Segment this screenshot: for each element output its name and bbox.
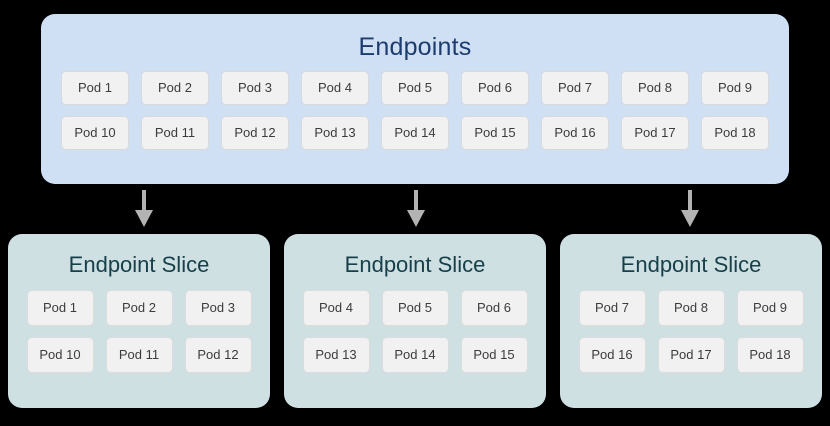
pod-chip[interactable]: Pod 5: [381, 290, 449, 326]
endpoints-title: Endpoints: [358, 33, 472, 61]
endpoint-slice-pod-rows: Pod 7 Pod 8 Pod 9 Pod 16 Pod 17 Pod 18: [560, 290, 822, 373]
pod-chip[interactable]: Pod 6: [461, 71, 529, 105]
endpoints-pod-row: Pod 1 Pod 2 Pod 3 Pod 4 Pod 5 Pod 6 Pod …: [41, 71, 789, 105]
pod-chip[interactable]: Pod 3: [221, 71, 289, 105]
pod-chip[interactable]: Pod 9: [736, 290, 804, 326]
endpoint-slice-title: Endpoint Slice: [68, 252, 210, 277]
pod-chip[interactable]: Pod 15: [461, 116, 529, 150]
endpoint-slice-pod-row: Pod 16 Pod 17 Pod 18: [560, 337, 822, 373]
pod-chip[interactable]: Pod 7: [578, 290, 646, 326]
endpoints-pod-row: Pod 10 Pod 11 Pod 12 Pod 13 Pod 14 Pod 1…: [41, 116, 789, 150]
pod-chip[interactable]: Pod 10: [26, 337, 94, 373]
pod-chip[interactable]: Pod 7: [541, 71, 609, 105]
pod-chip[interactable]: Pod 8: [657, 290, 725, 326]
endpoint-slice-pod-row: Pod 13 Pod 14 Pod 15: [284, 337, 546, 373]
pod-chip[interactable]: Pod 1: [61, 71, 129, 105]
pod-chip[interactable]: Pod 8: [621, 71, 689, 105]
pod-chip[interactable]: Pod 13: [302, 337, 370, 373]
pod-chip[interactable]: Pod 1: [26, 290, 94, 326]
pod-chip[interactable]: Pod 12: [221, 116, 289, 150]
arrow-down-icon-3: [679, 190, 701, 228]
pod-chip[interactable]: Pod 17: [657, 337, 725, 373]
endpoints-pod-rows: Pod 1 Pod 2 Pod 3 Pod 4 Pod 5 Pod 6 Pod …: [41, 71, 789, 150]
pod-chip[interactable]: Pod 6: [460, 290, 528, 326]
pod-chip[interactable]: Pod 2: [105, 290, 173, 326]
arrow-down-icon-2: [405, 190, 427, 228]
pod-chip[interactable]: Pod 18: [701, 116, 769, 150]
endpoint-slice-box-2: Endpoint Slice Pod 4 Pod 5 Pod 6 Pod 13 …: [284, 234, 546, 408]
pod-chip[interactable]: Pod 10: [61, 116, 129, 150]
pod-chip[interactable]: Pod 11: [105, 337, 173, 373]
pod-chip[interactable]: Pod 4: [302, 290, 370, 326]
pod-chip[interactable]: Pod 14: [381, 337, 449, 373]
pod-chip[interactable]: Pod 2: [141, 71, 209, 105]
pod-chip[interactable]: Pod 16: [541, 116, 609, 150]
pod-chip[interactable]: Pod 5: [381, 71, 449, 105]
endpoint-slice-pod-rows: Pod 1 Pod 2 Pod 3 Pod 10 Pod 11 Pod 12: [8, 290, 270, 373]
arrow-down-icon-1: [133, 190, 155, 228]
pod-chip[interactable]: Pod 14: [381, 116, 449, 150]
endpoint-slice-pod-row: Pod 1 Pod 2 Pod 3: [8, 290, 270, 326]
pod-chip[interactable]: Pod 4: [301, 71, 369, 105]
pod-chip[interactable]: Pod 12: [184, 337, 252, 373]
pod-chip[interactable]: Pod 15: [460, 337, 528, 373]
pod-chip[interactable]: Pod 13: [301, 116, 369, 150]
pod-chip[interactable]: Pod 11: [141, 116, 209, 150]
endpoint-slice-pod-row: Pod 4 Pod 5 Pod 6: [284, 290, 546, 326]
endpoint-slice-pod-rows: Pod 4 Pod 5 Pod 6 Pod 13 Pod 14 Pod 15: [284, 290, 546, 373]
endpoint-slice-title: Endpoint Slice: [620, 252, 762, 277]
endpoints-box: Endpoints Pod 1 Pod 2 Pod 3 Pod 4 Pod 5 …: [41, 14, 789, 184]
pod-chip[interactable]: Pod 17: [621, 116, 689, 150]
endpoint-slice-box-1: Endpoint Slice Pod 1 Pod 2 Pod 3 Pod 10 …: [8, 234, 270, 408]
endpoint-slice-pod-row: Pod 7 Pod 8 Pod 9: [560, 290, 822, 326]
pod-chip[interactable]: Pod 16: [578, 337, 646, 373]
pod-chip[interactable]: Pod 3: [184, 290, 252, 326]
pod-chip[interactable]: Pod 18: [736, 337, 804, 373]
endpoint-slice-pod-row: Pod 10 Pod 11 Pod 12: [8, 337, 270, 373]
endpoint-slices-group: Endpoint Slice Pod 1 Pod 2 Pod 3 Pod 10 …: [8, 234, 822, 408]
endpoint-slice-box-3: Endpoint Slice Pod 7 Pod 8 Pod 9 Pod 16 …: [560, 234, 822, 408]
endpoint-slice-title: Endpoint Slice: [344, 252, 486, 277]
pod-chip[interactable]: Pod 9: [701, 71, 769, 105]
